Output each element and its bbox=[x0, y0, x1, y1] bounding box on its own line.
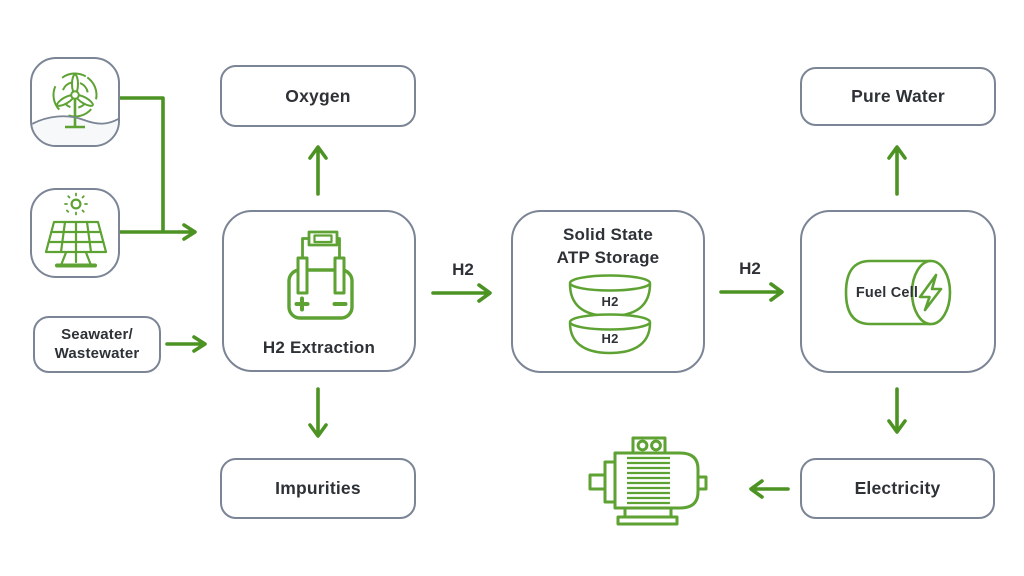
impurities-label: Impurities bbox=[275, 478, 361, 498]
h2-flow-label-extraction-to-storage: H2 bbox=[452, 260, 474, 279]
h2-extraction-node: H2 Extraction bbox=[222, 210, 416, 372]
arrow-fuelcell-to-electricity bbox=[887, 387, 907, 434]
fuel-cell-cylinder-icon: Fuel Cell bbox=[844, 259, 952, 326]
arrow-electricity-to-motor bbox=[749, 479, 790, 499]
pure-water-node: Pure Water bbox=[800, 67, 996, 126]
oxygen-label: Oxygen bbox=[285, 85, 351, 106]
arrow-wind-solar-to-extraction bbox=[118, 96, 197, 241]
seawater-label-line2: Wastewater bbox=[54, 344, 140, 362]
storage-node: Solid State ATP Storage H2 H2 bbox=[511, 210, 705, 373]
h2-storage-cylinders-icon: H2 H2 bbox=[568, 274, 652, 355]
arrow-seawater-to-extraction bbox=[165, 335, 207, 353]
electrolyzer-icon bbox=[287, 230, 354, 320]
h2-flow-label-storage-to-fuelcell: H2 bbox=[739, 259, 761, 278]
storage-title: Solid State ATP Storage bbox=[513, 224, 703, 270]
arrow-extraction-to-storage bbox=[431, 283, 492, 303]
h2-extraction-label: H2 Extraction bbox=[262, 338, 376, 357]
pure-water-label: Pure Water bbox=[851, 86, 945, 106]
electricity-label: Electricity bbox=[854, 478, 941, 498]
arrow-extraction-to-oxygen bbox=[308, 145, 328, 196]
fuel-cell-label: Fuel Cell bbox=[856, 285, 918, 301]
seawater-label-line1: Seawater/ bbox=[61, 325, 133, 343]
impurities-node: Impurities bbox=[220, 458, 416, 519]
fuel-cell-node: Fuel Cell bbox=[800, 210, 996, 373]
oxygen-node: Oxygen bbox=[220, 65, 416, 127]
storage-title-line2: ATP Storage bbox=[556, 247, 660, 267]
electric-motor-icon bbox=[588, 436, 708, 526]
arrow-fuelcell-to-purewater bbox=[887, 145, 907, 196]
wind-energy-node bbox=[30, 57, 120, 147]
arrow-storage-to-fuelcell bbox=[719, 282, 784, 302]
wind-turbine-icon bbox=[32, 72, 118, 145]
solar-panel-icon bbox=[44, 192, 108, 268]
storage-cylinder-1-label: H2 bbox=[601, 294, 618, 309]
seawater-node: Seawater/ Wastewater bbox=[33, 316, 161, 373]
storage-cylinder-2-label: H2 bbox=[601, 331, 618, 346]
electricity-node: Electricity bbox=[800, 458, 995, 519]
arrow-extraction-to-impurities bbox=[308, 387, 328, 438]
storage-title-line1: Solid State bbox=[562, 225, 654, 244]
solar-energy-node bbox=[30, 188, 120, 278]
